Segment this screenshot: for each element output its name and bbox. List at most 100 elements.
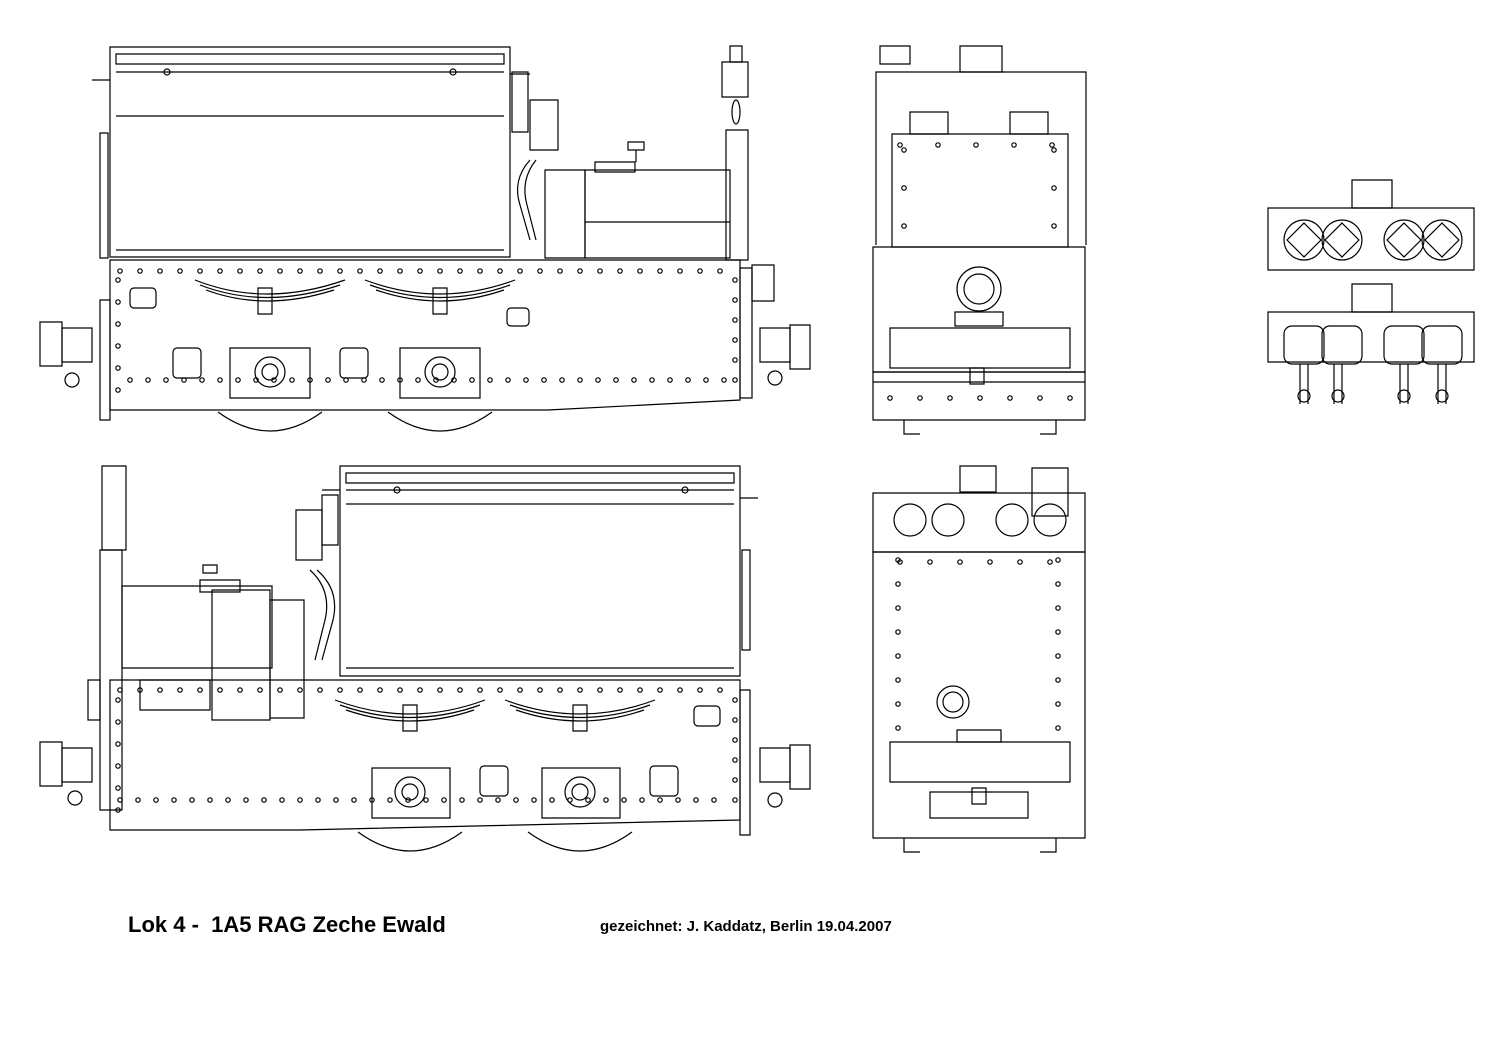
rivet (733, 318, 737, 322)
rivet (254, 378, 258, 382)
rivet (488, 378, 492, 382)
rivet (694, 798, 698, 802)
rivet (668, 378, 672, 382)
rivet (733, 778, 737, 782)
rivet (116, 808, 120, 812)
rivet (712, 798, 716, 802)
rivet (733, 758, 737, 762)
rivet (722, 378, 726, 382)
rivet (298, 688, 302, 692)
rivet (178, 269, 182, 273)
rivet (632, 378, 636, 382)
rivet (344, 378, 348, 382)
rivet (928, 560, 932, 564)
rivet (118, 798, 122, 802)
rivet (902, 224, 906, 228)
rivet (896, 606, 900, 610)
rivet (138, 269, 142, 273)
rivet (733, 378, 737, 382)
rivet (434, 378, 438, 382)
rivet (190, 798, 194, 802)
rivet (896, 654, 900, 658)
rivet (718, 269, 722, 273)
rivet (578, 688, 582, 692)
rivet (888, 396, 892, 400)
rivet (1012, 143, 1016, 147)
rivet (418, 269, 422, 273)
rivet (902, 148, 906, 152)
rivet (604, 798, 608, 802)
rivet (438, 269, 442, 273)
rivet (116, 720, 120, 724)
rivet (118, 269, 122, 273)
rivet (154, 798, 158, 802)
rivet (136, 798, 140, 802)
rivet (733, 338, 737, 342)
rivet (936, 143, 940, 147)
rivet (388, 798, 392, 802)
rivet (298, 269, 302, 273)
rivet (733, 798, 737, 802)
rivet (458, 269, 462, 273)
rivet (272, 378, 276, 382)
rivet (988, 560, 992, 564)
rivet (733, 738, 737, 742)
rivet (578, 269, 582, 273)
rivet (362, 378, 366, 382)
rivet (498, 269, 502, 273)
rivet (622, 798, 626, 802)
rivet (116, 698, 120, 702)
rivet (596, 378, 600, 382)
rivet (178, 688, 182, 692)
rivet (238, 688, 242, 692)
rivet (226, 798, 230, 802)
rivet (378, 269, 382, 273)
rivet (218, 688, 222, 692)
rivet (1056, 582, 1060, 586)
rivet (338, 688, 342, 692)
rivet (218, 378, 222, 382)
rivet (733, 698, 737, 702)
rivet (640, 798, 644, 802)
rivet (514, 798, 518, 802)
rivet (558, 688, 562, 692)
rivet (258, 269, 262, 273)
rivet (380, 378, 384, 382)
end-view-bottom (873, 466, 1085, 852)
rivet (898, 143, 902, 147)
rivet (398, 688, 402, 692)
rivet (1018, 560, 1022, 564)
rivet (733, 718, 737, 722)
rivet (586, 798, 590, 802)
rivet (460, 798, 464, 802)
rivet (542, 378, 546, 382)
rivet (278, 688, 282, 692)
rivet (896, 702, 900, 706)
rivet (244, 798, 248, 802)
rivet (1052, 224, 1056, 228)
rivet (658, 798, 662, 802)
rivet (498, 688, 502, 692)
rivet (1056, 702, 1060, 706)
rivet (1056, 606, 1060, 610)
rivet (686, 378, 690, 382)
rivet (902, 186, 906, 190)
rivet (578, 378, 582, 382)
rivet (452, 378, 456, 382)
rivet (650, 378, 654, 382)
rivet (733, 298, 737, 302)
rivet (308, 378, 312, 382)
rivet (948, 396, 952, 400)
rivet (318, 688, 322, 692)
rivet (638, 269, 642, 273)
rivet (278, 269, 282, 273)
rivet (638, 688, 642, 692)
rivet (398, 269, 402, 273)
rivet (560, 378, 564, 382)
rivet (326, 378, 330, 382)
rivet (424, 798, 428, 802)
rivet (1050, 143, 1054, 147)
rivet (698, 269, 702, 273)
rivet (538, 688, 542, 692)
rivet (116, 344, 120, 348)
